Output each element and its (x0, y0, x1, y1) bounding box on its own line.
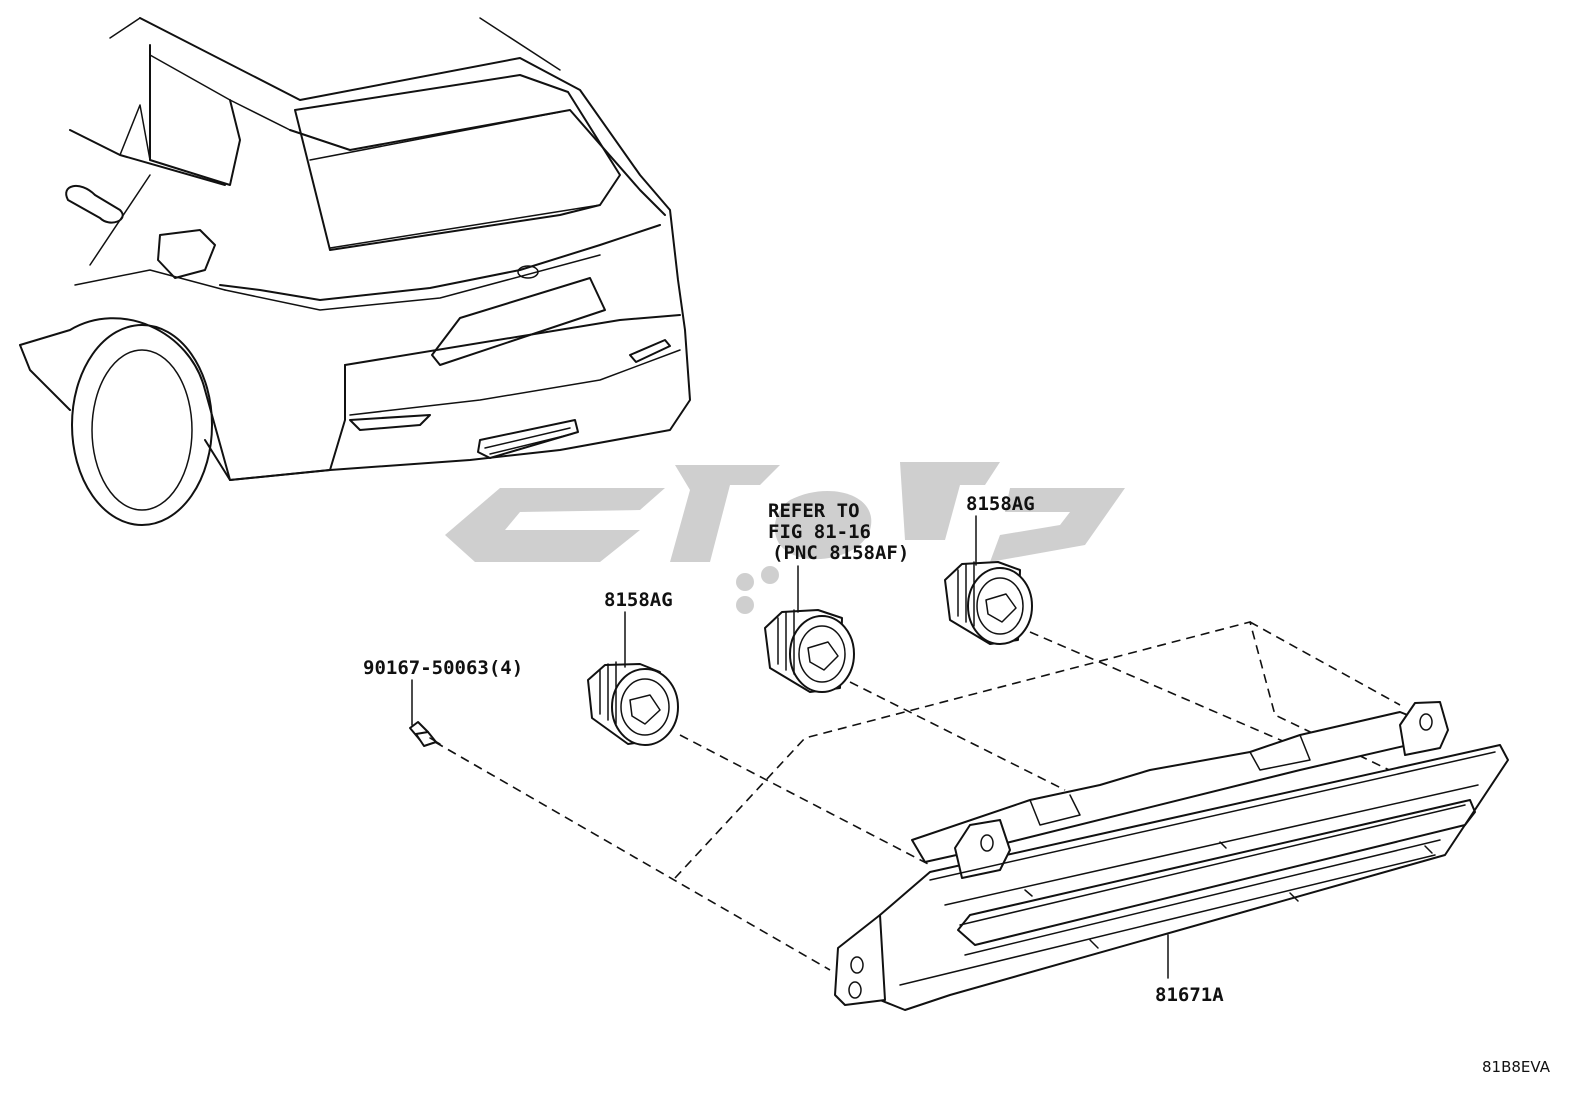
socket-right-part (944, 561, 1033, 645)
leader-lines (411, 515, 1169, 979)
screw-label: 90167-50063(4) (363, 657, 523, 679)
brand-watermark-logo (445, 462, 1125, 614)
socket-left-part (587, 661, 679, 746)
refer-note-line2: FIG 81-16 (768, 521, 871, 543)
socket-left-label: 8158AG (604, 589, 673, 611)
vehicle-rear-illustration (19, 17, 691, 526)
figure-code: 81B8EVA (1482, 1058, 1551, 1076)
lamp-label: 81671A (1155, 984, 1224, 1006)
screw-part (409, 721, 441, 747)
socket-middle-part (764, 609, 855, 693)
socket-right-label: 8158AG (966, 493, 1035, 515)
refer-note-line3: (PNC 8158AF) (772, 542, 909, 564)
lamp-assembly-part (834, 701, 1509, 1011)
refer-note-line1: REFER TO (768, 500, 860, 522)
